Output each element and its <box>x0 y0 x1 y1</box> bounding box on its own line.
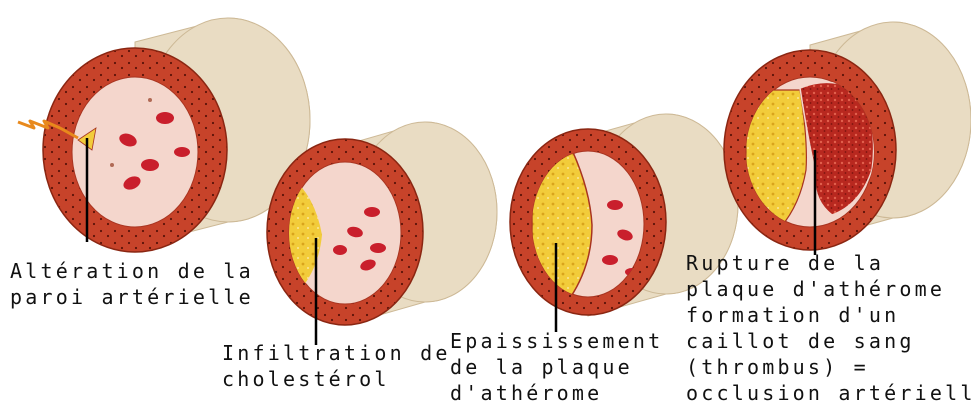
label-line: Rupture de la <box>686 250 971 276</box>
label-line: caillot de sang <box>686 328 971 354</box>
label-line: d'athérome <box>450 380 663 406</box>
label-line: Infiltration de <box>222 340 451 366</box>
label-line: Epaississement <box>450 328 663 354</box>
label-epaississement: Epaississement de la plaque d'athérome <box>450 328 663 406</box>
artery-stage-2 <box>267 122 497 345</box>
artery-stage-4 <box>724 22 971 255</box>
label-infiltration: Infiltration de cholestérol <box>222 340 451 392</box>
artery-stage-1 <box>18 18 310 252</box>
label-rupture: Rupture de la plaque d'athérome formatio… <box>686 250 971 406</box>
label-line: (thrombus) = <box>686 354 971 380</box>
label-line: de la plaque <box>450 354 663 380</box>
label-alteration: Altération de la paroi artérielle <box>10 258 254 310</box>
label-line: plaque d'athérome <box>686 276 971 302</box>
label-line: cholestérol <box>222 366 451 392</box>
label-line: occlusion artérielle <box>686 380 971 406</box>
label-line: Altération de la <box>10 258 254 284</box>
label-line: paroi artérielle <box>10 284 254 310</box>
label-line: formation d'un <box>686 302 971 328</box>
